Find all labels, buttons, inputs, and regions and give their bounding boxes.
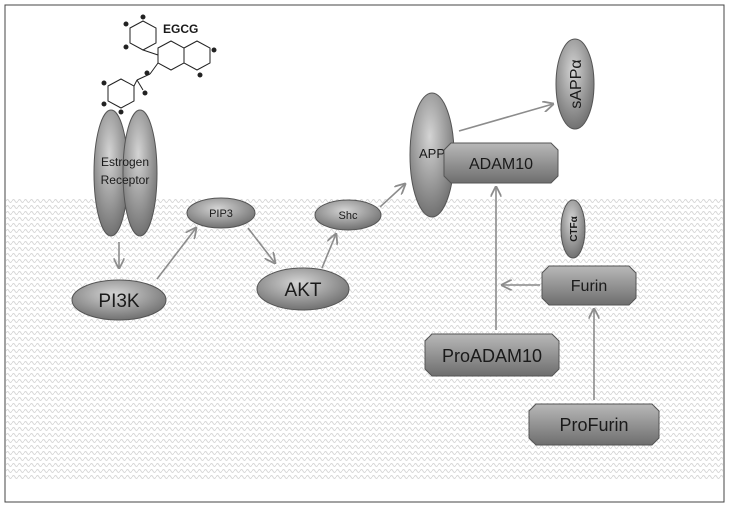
pi3k-node	[71, 279, 167, 321]
arrow-pip3-to-akt	[247, 227, 275, 263]
pip3-node	[186, 197, 256, 229]
shc-node	[314, 199, 382, 231]
ctf-alpha-node	[560, 199, 586, 259]
proadam10-node	[424, 333, 560, 377]
profurin-node	[528, 403, 660, 446]
pi3k-label: PI3K	[98, 291, 140, 312]
egcg-structure-icon	[101, 14, 217, 115]
arrow-app-to-sapp	[458, 104, 553, 132]
shc-label: Shc	[339, 210, 358, 222]
estrogen-receptor-label-2: Receptor	[101, 173, 150, 187]
ctf-alpha-label: CTFα	[569, 215, 580, 241]
akt-label: AKT	[285, 280, 322, 301]
adam10-label: ADAM10	[469, 156, 533, 173]
arrow-shc-to-app	[379, 184, 405, 208]
furin-node	[541, 265, 637, 306]
estrogen-receptor-label-1: Estrogen	[101, 155, 149, 169]
estrogen-receptor-right	[122, 109, 158, 237]
akt-node	[256, 267, 350, 311]
profurin-label: ProFurin	[559, 415, 628, 435]
furin-label: Furin	[571, 278, 607, 295]
egcg-label: EGCG	[163, 22, 198, 36]
arrow-akt-to-shc	[321, 234, 336, 269]
arrow-pi3k-to-pip3	[156, 228, 196, 280]
sapp-alpha-label: sAPPα	[568, 59, 585, 108]
adam10-node	[443, 142, 559, 184]
pathway-arrows	[119, 104, 594, 400]
sapp-alpha-node	[555, 38, 595, 130]
app-label: APP	[419, 146, 445, 161]
pip3-label: PIP3	[209, 208, 233, 220]
proadam10-label: ProADAM10	[442, 346, 542, 366]
